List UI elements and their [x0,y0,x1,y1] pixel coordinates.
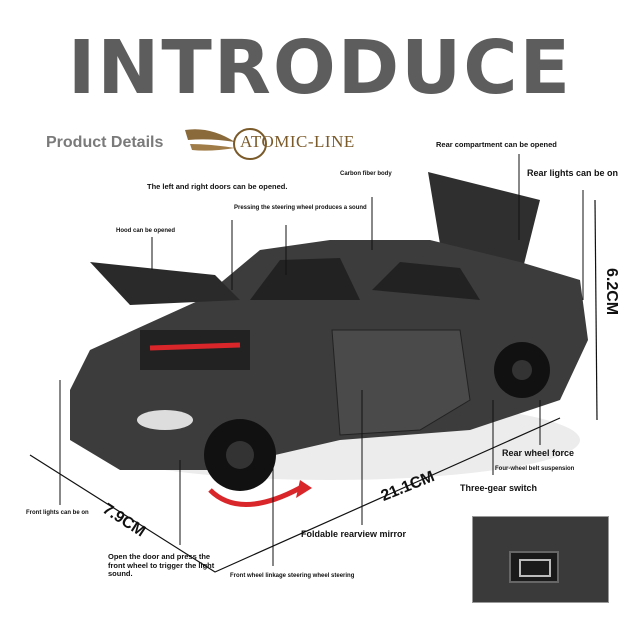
wings-icon [185,128,267,160]
callout-carbon-body: Carbon fiber body [340,171,392,177]
callout-mirror: Foldable rearview mirror [301,529,407,539]
callout-front-wheel: Front wheel linkage steering wheel steer… [230,573,355,579]
callout-rear-compartment: Rear compartment can be opened [436,140,557,149]
callout-doors: The left and right doors can be opened. [147,182,288,191]
gear-switch-icon [509,551,559,583]
callout-lines [59,154,584,566]
product-details-heading: Product Details [46,134,164,151]
callout-gear-switch: Three-gear switch [460,483,538,493]
callout-door-press: Open the door and press the front wheel … [108,552,215,579]
height-dimension: 6.2CM [603,268,620,316]
page-title: INTRODUCE [67,25,573,111]
callout-hood: Hood can be opened [116,228,176,234]
brand-logo: ATOMIC-LINE [180,124,360,160]
callout-rear-lights: Rear lights can be on [527,168,619,178]
callout-front-lights: Front lights can be on [26,510,89,516]
dimension-lines [29,199,598,573]
brand-logo-text: ATOMIC-LINE [240,132,355,151]
callout-suspension: Four-wheel belt suspension [495,466,575,472]
callout-steering-sound: Pressing the steering wheel produces a s… [234,205,367,211]
switch-closeup-photo [472,516,609,603]
callout-rear-wheel: Rear wheel force [502,448,575,458]
